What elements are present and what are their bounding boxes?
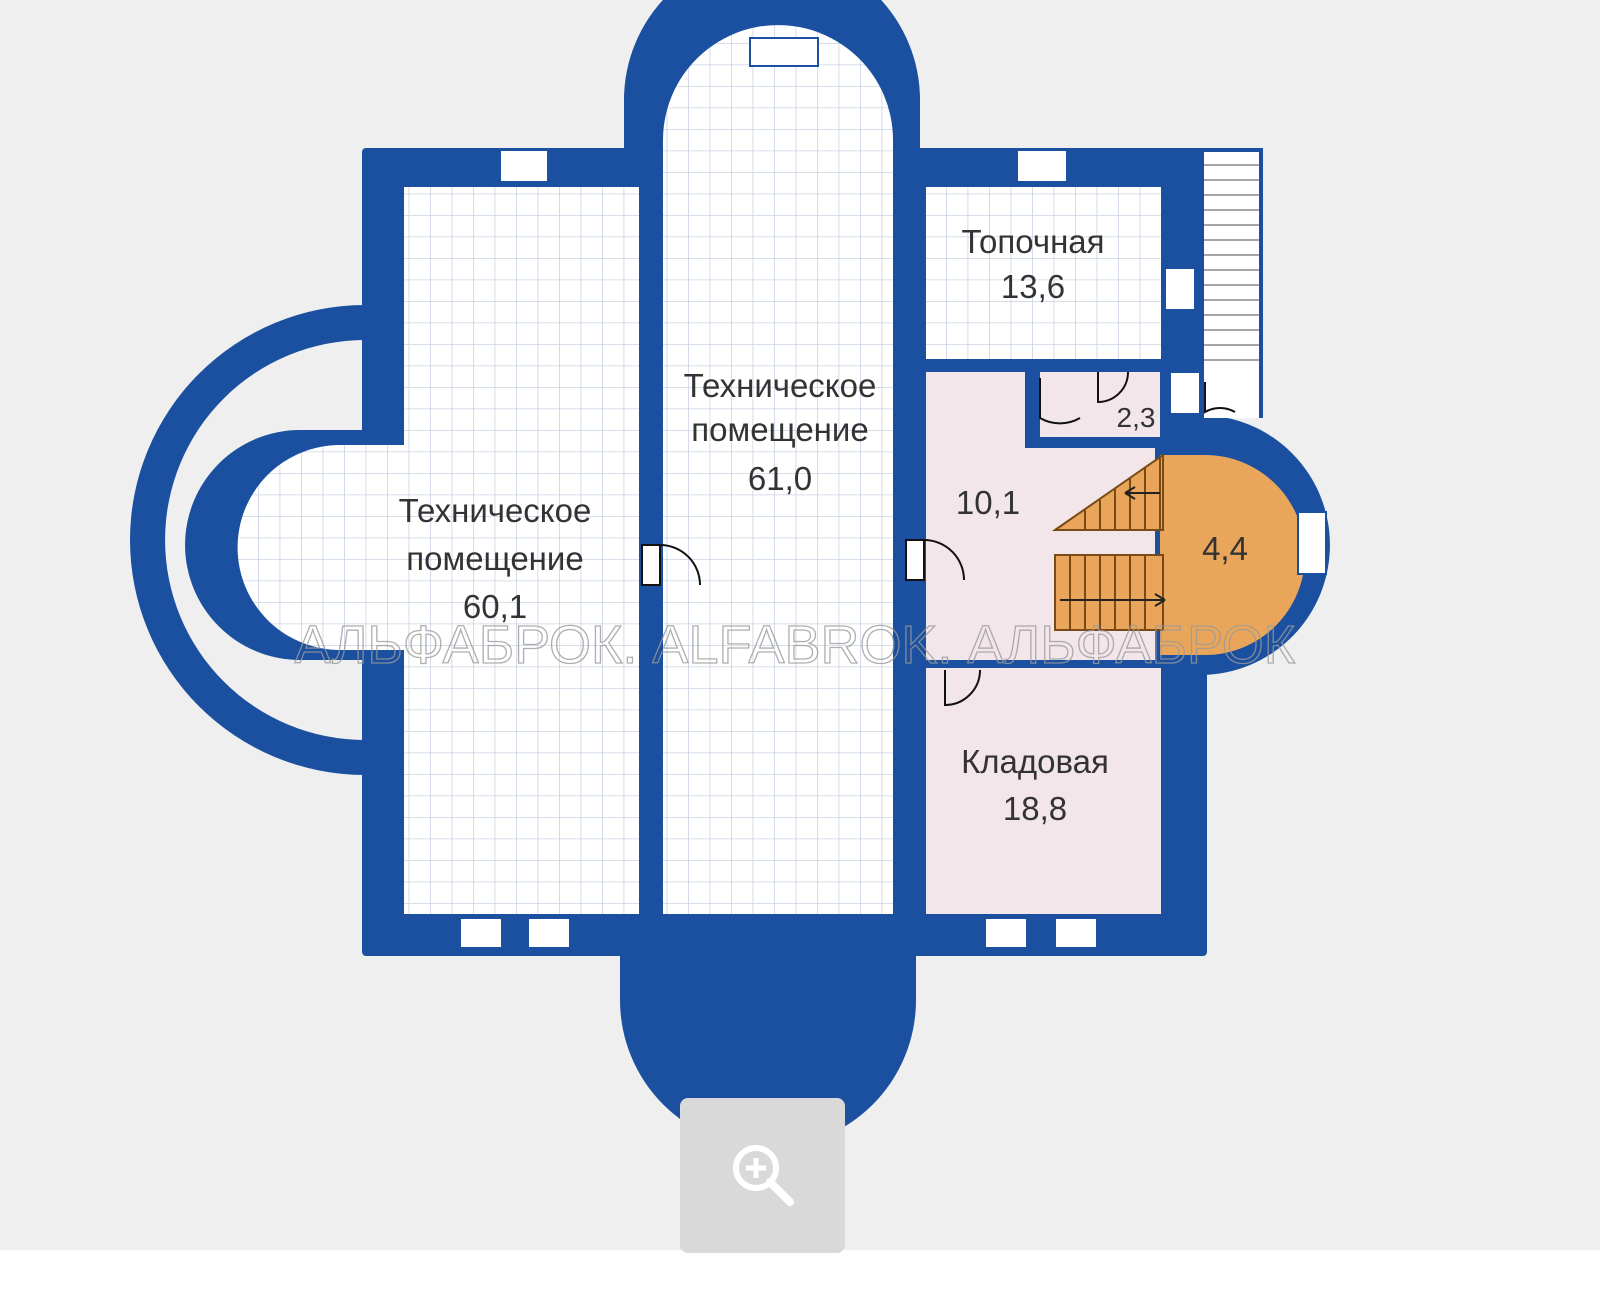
room-wc-area: 2,3 (1117, 402, 1156, 433)
room-tech-left-area: 60,1 (463, 588, 527, 625)
room-storage-name: Кладовая (961, 743, 1109, 780)
room-boiler-area: 13,6 (1001, 268, 1065, 305)
windows (459, 37, 1327, 949)
staircase (1051, 453, 1166, 631)
room-hall-area: 10,1 (956, 484, 1020, 521)
left-lobe-floor (237, 445, 420, 650)
room-labels: Техническое помещение 60,1 Техническое п… (399, 223, 1248, 827)
room-tech-left-name-2: помещение (406, 540, 583, 577)
watermark: АЛЬФАБРОК. ALFABROK. АЛЬФАБРОК (295, 615, 1296, 675)
room-wc (1040, 372, 1160, 437)
room-storage-area: 18,8 (1003, 790, 1067, 827)
room-tech-center-name-2: помещение (691, 411, 868, 448)
doors (641, 371, 1236, 707)
room-tech-center-area: 61,0 (748, 460, 812, 497)
room-tech-center (663, 25, 893, 915)
zoom-in-icon (733, 1145, 794, 1206)
exterior-steps (1204, 152, 1259, 418)
room-boiler-name: Топочная (961, 223, 1104, 260)
room-tech-center-name-1: Техническое (684, 367, 877, 404)
floor-plan: Техническое помещение 60,1 Техническое п… (130, 0, 1330, 1148)
room-storage (926, 668, 1161, 914)
image-viewer: Техническое помещение 60,1 Техническое п… (0, 0, 1600, 1253)
room-stair-area: 4,4 (1202, 530, 1248, 567)
room-boiler (926, 187, 1161, 359)
room-stair (1160, 455, 1305, 655)
zoom-button[interactable] (680, 1098, 845, 1253)
room-tech-left-name-1: Техническое (399, 492, 592, 529)
